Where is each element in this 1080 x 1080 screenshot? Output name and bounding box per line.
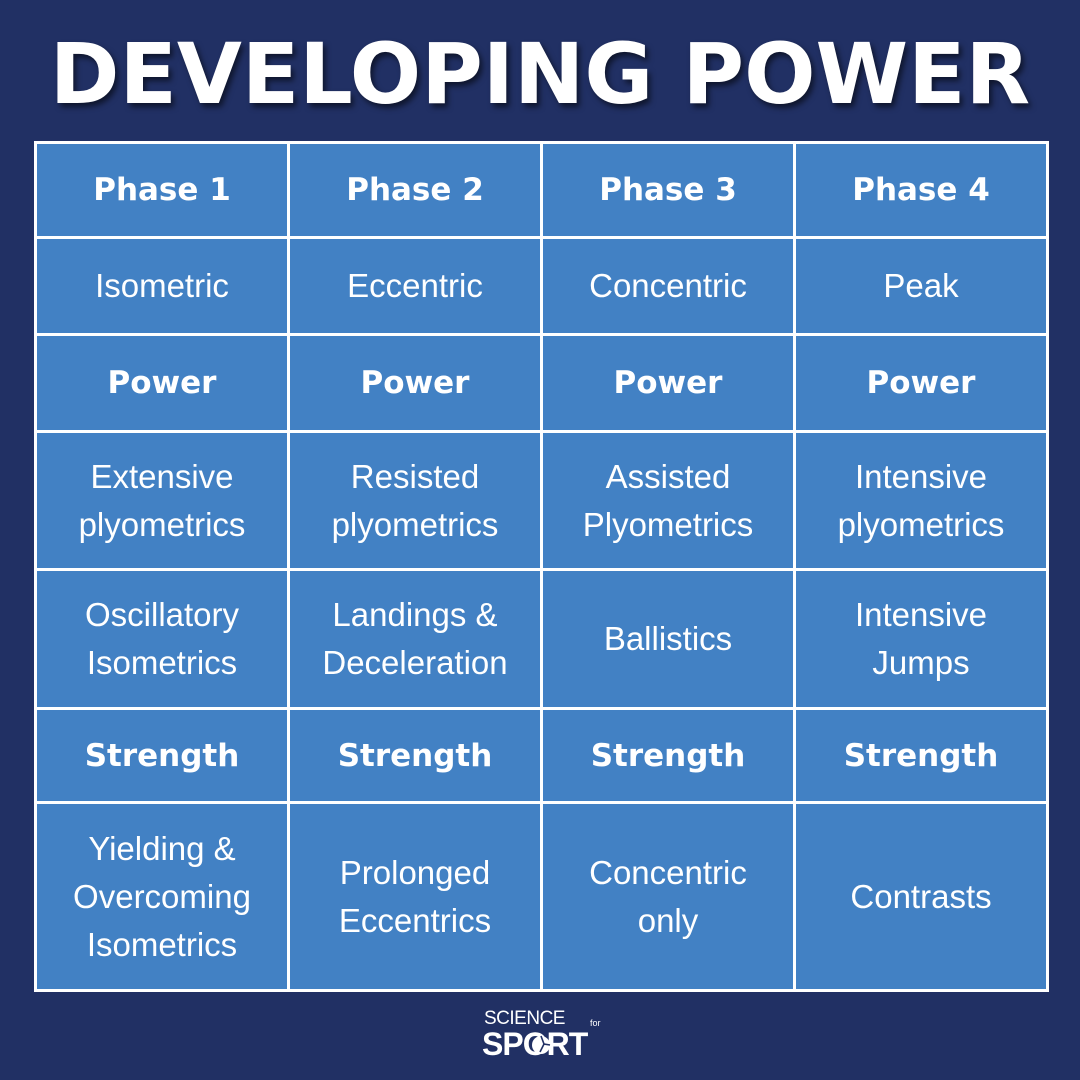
table-cell: Power (34, 333, 290, 433)
cell-line: Assisted (605, 457, 731, 495)
table-cell: Extensive plyometrics (34, 430, 290, 571)
cell-line: Jumps (872, 644, 970, 681)
cell-line: Contrasts (850, 877, 992, 915)
table-row: Isometric Eccentric Concentric Peak (34, 236, 1049, 336)
table-cell: Power (793, 333, 1049, 433)
table-cell: Intensive Jumps (793, 568, 1049, 710)
table-cell: Contrasts (793, 801, 1049, 992)
table-cell: Concentric only (540, 801, 796, 992)
table-row: Strength Strength Strength Strength (34, 707, 1049, 804)
table-cell: Phase 3 (540, 141, 796, 239)
table-row: Power Power Power Power (34, 333, 1049, 433)
table-cell: Strength (34, 707, 290, 804)
cell-line: Prolonged (339, 853, 491, 891)
cell-line: plyometrics (331, 505, 499, 543)
table-cell: Assisted Plyometrics (540, 430, 796, 571)
cell-line: Eccentrics (338, 901, 492, 939)
cell-line: Resisted (350, 457, 480, 495)
cell-line: Isometrics (86, 925, 238, 963)
table-cell: Phase 2 (287, 141, 543, 239)
cell-line: Landings & (332, 596, 498, 633)
cell-line: Plyometrics (582, 505, 754, 543)
cell-line: Isometrics (86, 644, 238, 681)
cell-line: Extensive (90, 457, 234, 495)
cell-line: Deceleration (322, 644, 508, 681)
cell-line: Oscillatory (84, 596, 240, 633)
table-row: Yielding & Overcoming Isometrics Prolong… (34, 801, 1049, 992)
cell-line: plyometrics (78, 505, 246, 543)
table-cell: Ballistics (540, 568, 796, 710)
cell-line: Intensive (854, 457, 988, 495)
table-cell: Peak (793, 236, 1049, 336)
cell-line: Overcoming (73, 877, 251, 915)
cell-line: plyometrics (837, 505, 1005, 543)
table-cell: Isometric (34, 236, 290, 336)
table-cell: Eccentric (287, 236, 543, 336)
ball-icon (532, 1035, 551, 1054)
table-cell: Strength (540, 707, 796, 804)
logo-text-for: for (590, 1018, 601, 1028)
cell-line: Yielding & (88, 829, 236, 867)
table-cell: Power (540, 333, 796, 433)
table-cell: Power (287, 333, 543, 433)
table-cell: Phase 1 (34, 141, 290, 239)
table-row: Oscillatory Isometrics Landings & Decele… (34, 568, 1049, 710)
cell-line: Concentric (589, 853, 747, 891)
table-cell: Resisted plyometrics (287, 430, 543, 571)
cell-line: only (637, 901, 699, 939)
table-cell: Yielding & Overcoming Isometrics (34, 801, 290, 992)
table-row: Phase 1 Phase 2 Phase 3 Phase 4 (34, 141, 1049, 239)
table-cell: Prolonged Eccentrics (287, 801, 543, 992)
table-cell: Intensive plyometrics (793, 430, 1049, 571)
science-for-sport-logo: SCIENCE for SPORT (476, 1008, 606, 1062)
power-table: Phase 1 Phase 2 Phase 3 Phase 4 Isometri… (34, 141, 1049, 992)
table-cell: Phase 4 (793, 141, 1049, 239)
page-title: DEVELOPING POWER (49, 25, 1031, 123)
table-cell: Landings & Deceleration (287, 568, 543, 710)
cell-line: Ballistics (603, 620, 733, 657)
table-cell: Concentric (540, 236, 796, 336)
cell-line: Intensive (854, 596, 988, 633)
table-row: Extensive plyometrics Resisted plyometri… (34, 430, 1049, 571)
table-cell: Oscillatory Isometrics (34, 568, 290, 710)
table-cell: Strength (287, 707, 543, 804)
table-cell: Strength (793, 707, 1049, 804)
logo-text-top: SCIENCE (484, 1008, 565, 1029)
